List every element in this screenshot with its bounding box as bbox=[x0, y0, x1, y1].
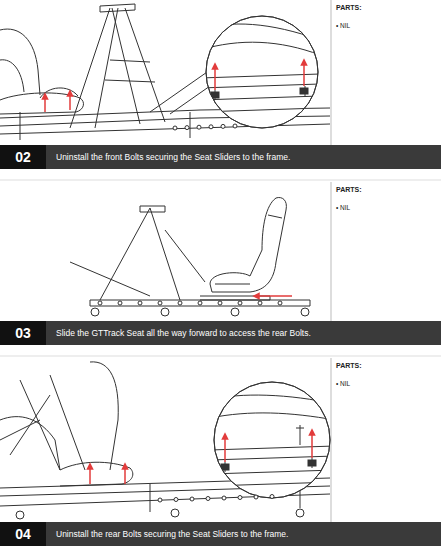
frame-hole bbox=[198, 301, 202, 305]
rig-side-view bbox=[70, 198, 310, 307]
frame-hole bbox=[174, 498, 178, 502]
frame-hole bbox=[138, 301, 142, 305]
frame-hole bbox=[254, 495, 258, 499]
frame-hole bbox=[209, 125, 213, 129]
seat-frame-front bbox=[0, 4, 330, 140]
frame-hole bbox=[222, 496, 226, 500]
magnified-detail bbox=[210, 395, 335, 486]
step-caption: Slide the GTTrack Seat all the way forwa… bbox=[46, 328, 311, 338]
frame-hole bbox=[206, 497, 210, 501]
frame-hole bbox=[185, 126, 189, 130]
frame-hole bbox=[190, 497, 194, 501]
step-bar: 04Uninstall the rear Bolts securing the … bbox=[0, 522, 441, 546]
frame-hole bbox=[218, 301, 222, 305]
line-art bbox=[0, 0, 441, 522]
frame-hole bbox=[158, 301, 162, 305]
parts-item: • NIL bbox=[336, 204, 350, 211]
frame-hole bbox=[178, 301, 182, 305]
parts-heading: PARTS: bbox=[336, 186, 362, 193]
seat-frame-rear bbox=[0, 362, 330, 512]
frame-hole bbox=[118, 301, 122, 305]
frame-hole bbox=[197, 125, 201, 129]
step-number: 03 bbox=[0, 321, 46, 345]
step-caption: Uninstall the front Bolts securing the S… bbox=[46, 152, 290, 162]
step-bar: 02Uninstall the front Bolts securing the… bbox=[0, 145, 441, 169]
frame-hole bbox=[238, 496, 242, 500]
frame-hole bbox=[278, 301, 282, 305]
parts-heading: PARTS: bbox=[336, 4, 362, 11]
frame-hole bbox=[173, 126, 177, 130]
frame-hole bbox=[221, 124, 225, 128]
parts-item: • NIL bbox=[336, 22, 350, 29]
frame-hole bbox=[158, 498, 162, 502]
step-bar: 03Slide the GTTrack Seat all the way for… bbox=[0, 321, 441, 345]
frame-hole bbox=[238, 301, 242, 305]
caster-wheel bbox=[91, 308, 309, 316]
step-number: 02 bbox=[0, 145, 46, 169]
step-number: 04 bbox=[0, 522, 46, 546]
parts-heading: PARTS: bbox=[336, 362, 362, 369]
frame-hole bbox=[258, 301, 262, 305]
frame-hole bbox=[98, 301, 102, 305]
frame-hole bbox=[233, 124, 237, 128]
parts-item: • NIL bbox=[336, 380, 350, 387]
frame-hole bbox=[270, 495, 274, 499]
step-caption: Uninstall the rear Bolts securing the Se… bbox=[46, 529, 288, 539]
